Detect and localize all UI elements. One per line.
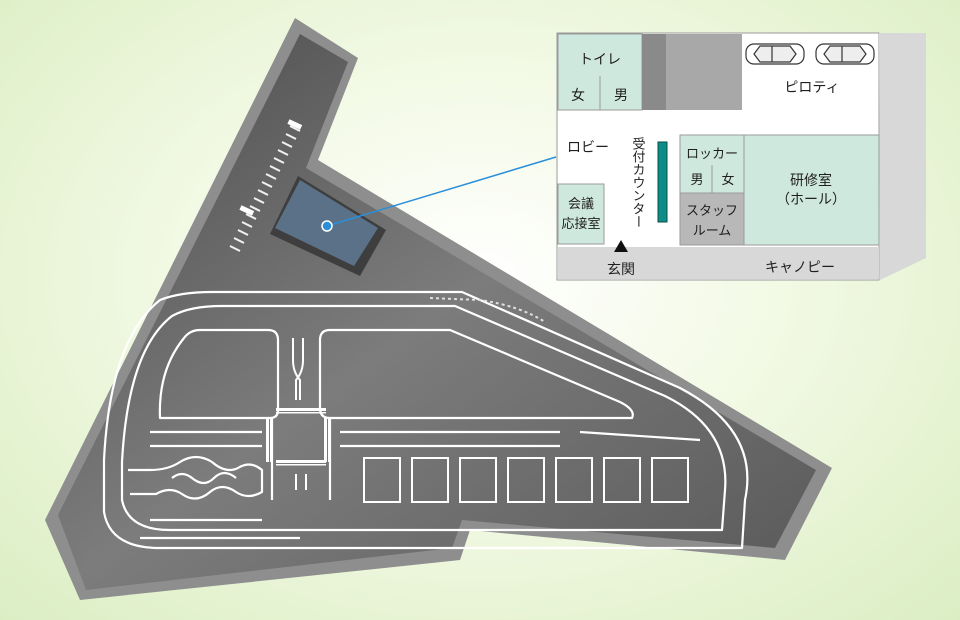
toilet-men-label: 男 [614,88,628,104]
reception-counter [657,141,668,223]
course-lane-lines [102,290,749,550]
triangle-up-icon [614,240,628,252]
lane-markings [292,338,307,490]
lobby-label: ロビー [567,140,609,156]
toilet-label: トイレ [579,52,621,68]
locker-label: ロッカー [686,147,738,162]
callout-line [326,156,557,227]
entrance-label: 玄関 [607,261,635,278]
staff-room [679,192,745,246]
crosswalks [266,408,330,466]
parking-stripes [229,125,301,252]
training-room [743,134,880,246]
driving-course-site [45,18,832,600]
staff-room-label-2: ルーム [693,224,732,239]
piloti-label: ピロティ [784,80,839,96]
meeting-room [557,183,605,245]
training-room-label-1: 研修室 [790,172,832,189]
dashed-lane [429,297,546,323]
locker-men-label: 男 [690,173,703,188]
reception-counter-label: 受付カウンター [630,137,646,228]
storage-room [666,34,742,110]
car-icon [745,43,805,65]
meeting-room-label-2: 応接室 [561,216,600,232]
parking-markers [239,119,303,216]
meeting-room-label-1: 会議 [568,197,594,212]
floor-plan-inset: トイレ 女 男 ピロティ ロビー 受付カウンター ロッカー 男 女 [556,32,926,281]
training-room-label-2: （ホール） [776,192,846,208]
parking-boxes [363,457,689,503]
toilet-women-label: 女 [571,87,585,104]
outer-wall-wedge [879,33,926,280]
locker-women-label: 女 [721,172,734,188]
car-icon [815,43,875,65]
blue-dot-icon [321,220,333,232]
machine-room [642,34,666,110]
canopy-area [558,247,879,279]
staff-room-label-1: スタッフ [686,204,738,219]
site-asphalt [58,34,816,590]
canopy-label: キャノピー [765,260,835,276]
